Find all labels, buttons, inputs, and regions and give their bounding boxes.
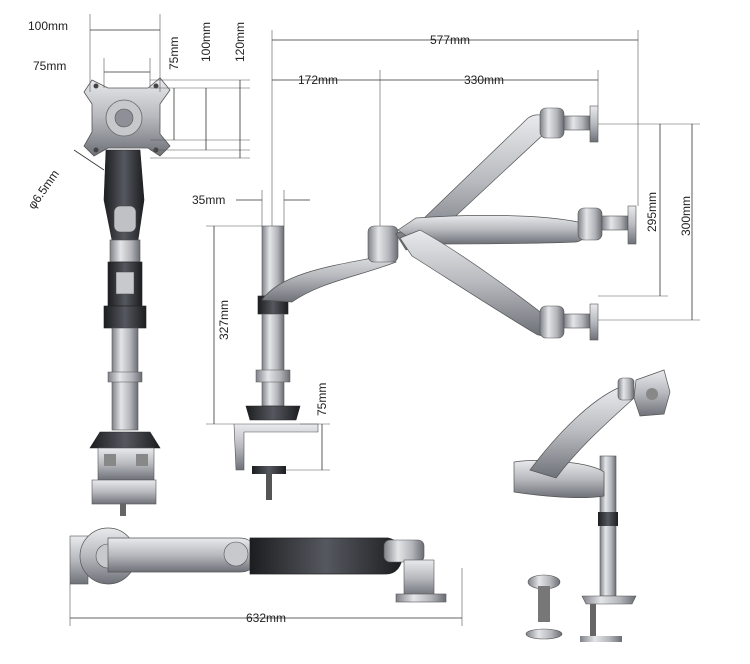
side-clamp	[233, 423, 319, 471]
top-second-arm	[249, 537, 403, 575]
label-clamp-height: 75mm	[315, 383, 329, 416]
pole-collar	[103, 305, 147, 329]
head-level	[577, 205, 637, 245]
label-reach-second-arm: 330mm	[464, 73, 504, 87]
label-vertical-range-300: 300mm	[679, 196, 693, 236]
head-down	[539, 303, 599, 341]
label-reach-first-arm: 172mm	[298, 73, 338, 87]
label-vesa-100-width: 100mm	[28, 19, 68, 33]
label-vesa-120-height: 120mm	[233, 22, 247, 62]
label-pole-width: 35mm	[192, 193, 225, 207]
vesa-plate	[83, 77, 171, 157]
perspective-view	[513, 369, 671, 642]
label-screw-diameter: φ6.5mm	[25, 167, 62, 211]
label-vesa-75-width: 75mm	[33, 59, 66, 73]
desk-base	[89, 431, 161, 449]
elbow-joint	[367, 225, 399, 263]
label-vesa-100-height: 100mm	[199, 22, 213, 62]
second-arm-down	[399, 229, 552, 336]
side-pole-lower	[261, 313, 285, 407]
head-up	[539, 105, 599, 143]
label-folded-length: 632mm	[246, 611, 286, 625]
label-vesa-75-height: 75mm	[167, 37, 181, 70]
front-view: 100mm 75mm 75mm 100mm 120mm φ6.5mm	[25, 14, 250, 516]
label-reach-total: 577mm	[430, 33, 470, 47]
label-pole-height: 327mm	[217, 300, 231, 340]
side-view: 577mm 172mm 330mm 35mm 327mm 75mm 295mm …	[192, 30, 700, 500]
top-view: 632mm	[69, 527, 463, 626]
label-vertical-range-295: 295mm	[645, 192, 659, 232]
